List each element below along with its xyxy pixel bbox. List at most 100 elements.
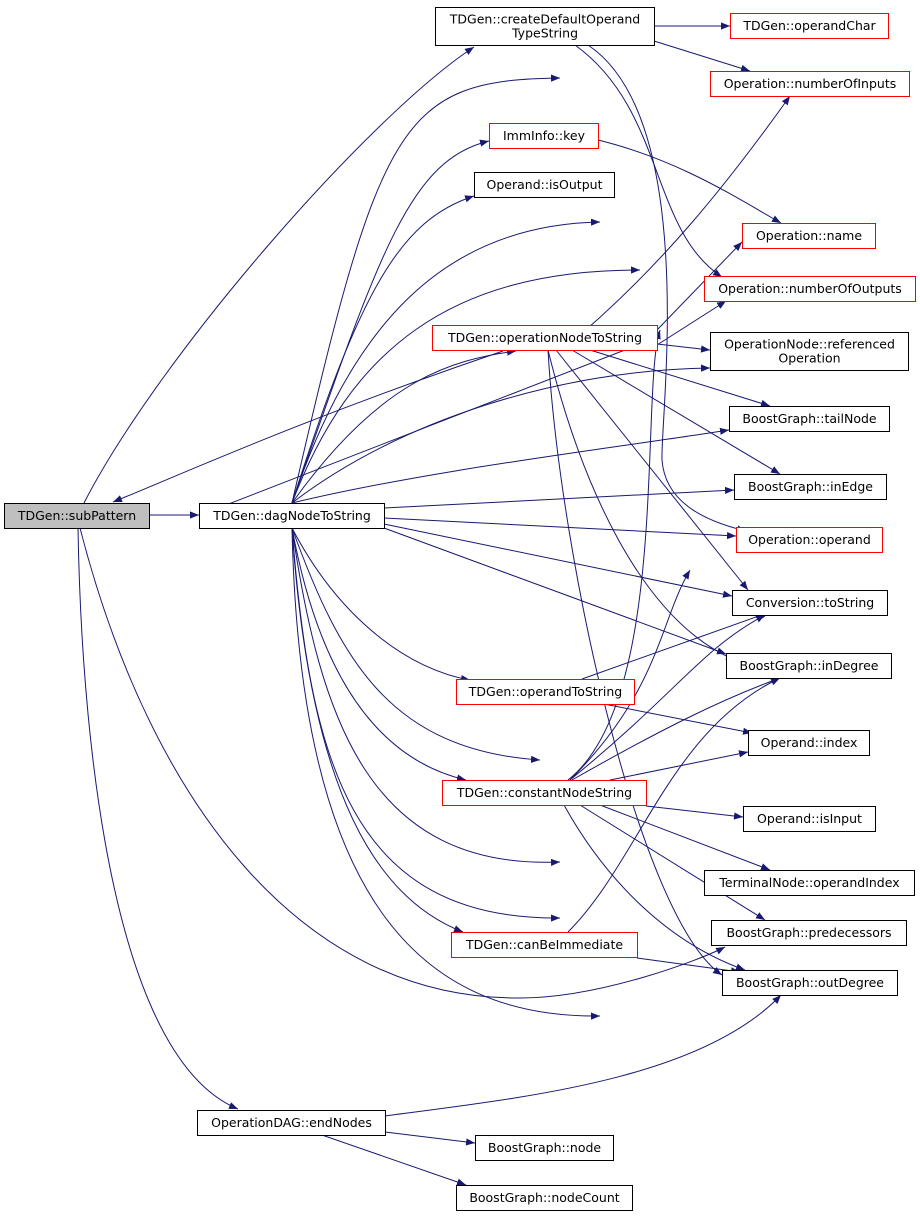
edge-operandtostring-to-operandindex bbox=[603, 703, 753, 735]
node-operand-isoutput[interactable]: Operand::isOutput bbox=[474, 172, 615, 198]
edge-subpattern-to-predecessors bbox=[79, 527, 726, 999]
edge-dagnodetostring-to-numberofoutputs bbox=[291, 266, 641, 504]
node-label: TDGen::createDefaultOperand bbox=[449, 12, 640, 27]
edge-dagnodetostring-to-terminaloperandindex bbox=[291, 527, 561, 922]
node-label: BoostGraph::predecessors bbox=[726, 925, 891, 940]
node-operation-operand[interactable]: Operation::operand bbox=[736, 527, 883, 553]
node-label: Operation::operand bbox=[748, 532, 871, 547]
edge-createdefault-to-numberofoutputs bbox=[574, 44, 723, 278]
edge-dagnodetostring-to-constantnodestring bbox=[291, 527, 467, 782]
edges-layer bbox=[77, 22, 791, 1186]
edge-dagnodetostring-to-isinput bbox=[291, 527, 561, 866]
node-box bbox=[710, 332, 909, 371]
node-box bbox=[726, 653, 892, 679]
edge-dagnodetostring-to-inedge bbox=[383, 486, 735, 509]
edge-dagnodetostring-to-canbeimmediate bbox=[291, 527, 464, 933]
edge-subpattern-to-createdefault bbox=[83, 46, 475, 504]
node-tdgen-constantnodestring[interactable]: TDGen::constantNodeString bbox=[442, 780, 647, 806]
node-conversion-tostring[interactable]: Conversion::toString bbox=[732, 590, 888, 616]
edge-operationnodetostring-to-numberofoutputs bbox=[656, 300, 727, 346]
node-boostgraph-nodecount[interactable]: BoostGraph::nodeCount bbox=[456, 1185, 633, 1211]
edge-constantnodestring-to-isinput bbox=[645, 805, 744, 820]
node-label: TDGen::operationNodeToString bbox=[447, 330, 642, 345]
edge-dagnodetostring-to-indegree bbox=[383, 527, 727, 655]
node-box bbox=[451, 932, 638, 958]
node-label: BoostGraph::inDegree bbox=[740, 658, 879, 673]
edge-constantnodestring-to-operandindex bbox=[609, 750, 749, 781]
edge-operationnodetostring-to-numberofinputs bbox=[561, 95, 791, 351]
node-label: OperationNode::referenced bbox=[724, 337, 895, 352]
node-box bbox=[736, 527, 883, 553]
node-boostgraph-predecessors[interactable]: BoostGraph::predecessors bbox=[711, 920, 907, 946]
edge-dagnodetostring-to-isoutput bbox=[291, 195, 475, 504]
edge-immkey-to-opname bbox=[597, 139, 782, 224]
node-label: OperationDAG::endNodes bbox=[211, 1115, 372, 1130]
node-box bbox=[197, 1110, 386, 1136]
edge-dagnodetostring-to-opname bbox=[291, 218, 601, 504]
node-operation-name[interactable]: Operation::name bbox=[742, 223, 876, 249]
node-boostgraph-tailnode[interactable]: BoostGraph::tailNode bbox=[729, 406, 890, 432]
node-tdgen-canbeimmediate[interactable]: TDGen::canBeImmediate bbox=[451, 932, 638, 958]
node-tdgen-operationnodetostring[interactable]: TDGen::operationNodeToString bbox=[432, 325, 658, 351]
node-label: Operation::numberOfInputs bbox=[724, 76, 897, 91]
node-boostgraph-inedge[interactable]: BoostGraph::inEdge bbox=[734, 474, 887, 500]
node-operand-index[interactable]: Operand::index bbox=[748, 730, 870, 756]
node-box bbox=[710, 71, 910, 97]
node-imminfo-key[interactable]: ImmInfo::key bbox=[489, 123, 599, 149]
node-label: TDGen::operandChar bbox=[742, 18, 876, 33]
edge-dagnodetostring-to-opoperand bbox=[383, 517, 737, 540]
node-operand-isinput[interactable]: Operand::isInput bbox=[743, 806, 876, 832]
node-box bbox=[743, 806, 876, 832]
node-box bbox=[4, 503, 150, 529]
edge-canbeimmediate-to-outdegree bbox=[636, 957, 741, 975]
edge-subpattern-to-endnodes bbox=[77, 527, 239, 1110]
node-box bbox=[456, 1185, 633, 1211]
node-box bbox=[732, 590, 888, 616]
node-label: Operand::isOutput bbox=[487, 177, 603, 192]
edge-operationnodetostring-to-outdegree bbox=[547, 349, 723, 976]
edge-createdefault-to-opoperand bbox=[587, 44, 747, 533]
node-tdgen-operandchar[interactable]: TDGen::operandChar bbox=[730, 13, 889, 39]
edge-dagnodetostring-to-operandtostring bbox=[291, 527, 471, 683]
node-label: Operand::isInput bbox=[757, 811, 862, 826]
node-tdgen-dagnodetostring[interactable]: TDGen::dagNodeToString bbox=[199, 503, 385, 529]
edge-canbeimmediate-to-indegree bbox=[567, 677, 781, 933]
edge-constantnodestring-to-indegree bbox=[571, 677, 781, 781]
node-tdgen-subpattern[interactable]: TDGen::subPattern bbox=[4, 503, 150, 529]
node-label: Operation::name bbox=[756, 228, 862, 243]
node-operationdag-endnodes[interactable]: OperationDAG::endNodes bbox=[197, 1110, 386, 1136]
node-boostgraph-indegree[interactable]: BoostGraph::inDegree bbox=[726, 653, 892, 679]
node-box bbox=[734, 474, 887, 500]
edge-dagnodetostring-to-numberofinputs bbox=[291, 74, 561, 504]
edge-constantnodestring-to-opoperand bbox=[569, 569, 691, 781]
node-box bbox=[704, 276, 916, 302]
node-tdgen-operandtostring[interactable]: TDGen::operandToString bbox=[456, 679, 635, 705]
node-label: TypeString bbox=[511, 26, 578, 41]
node-label: BoostGraph::tailNode bbox=[742, 411, 876, 426]
node-box bbox=[199, 503, 385, 529]
edge-operationnodetostring-to-dagnodetostring bbox=[198, 337, 658, 516]
edge-dagnodetostring-to-referencedoperation bbox=[291, 364, 711, 504]
edge-dagnodetostring-to-operationnodetostring bbox=[291, 348, 517, 504]
node-box bbox=[435, 7, 655, 46]
node-terminalnode-operandindex[interactable]: TerminalNode::operandIndex bbox=[704, 870, 915, 896]
edge-operationnodetostring-to-tailnode bbox=[589, 349, 771, 407]
node-box bbox=[704, 870, 915, 896]
node-box bbox=[729, 406, 890, 432]
edge-operationnodetostring-to-opname bbox=[656, 241, 743, 331]
node-label: Conversion::toString bbox=[746, 595, 874, 610]
node-boostgraph-outdegree[interactable]: BoostGraph::outDegree bbox=[722, 970, 898, 996]
node-box bbox=[474, 172, 615, 198]
edge-dagnodetostring-to-outdegree bbox=[291, 527, 601, 1020]
node-label: TDGen::operandToString bbox=[468, 684, 622, 699]
edge-endnodes-to-nodecount bbox=[321, 1134, 467, 1186]
edge-dagnodetostring-to-tailnode bbox=[291, 427, 730, 504]
node-box bbox=[730, 13, 889, 39]
node-operation-numberofinputs[interactable]: Operation::numberOfInputs bbox=[710, 71, 910, 97]
node-operation-numberofoutputs[interactable]: Operation::numberOfOutputs bbox=[704, 276, 916, 302]
node-boostgraph-node[interactable]: BoostGraph::node bbox=[475, 1135, 614, 1161]
node-label: BoostGraph::inEdge bbox=[748, 479, 873, 494]
